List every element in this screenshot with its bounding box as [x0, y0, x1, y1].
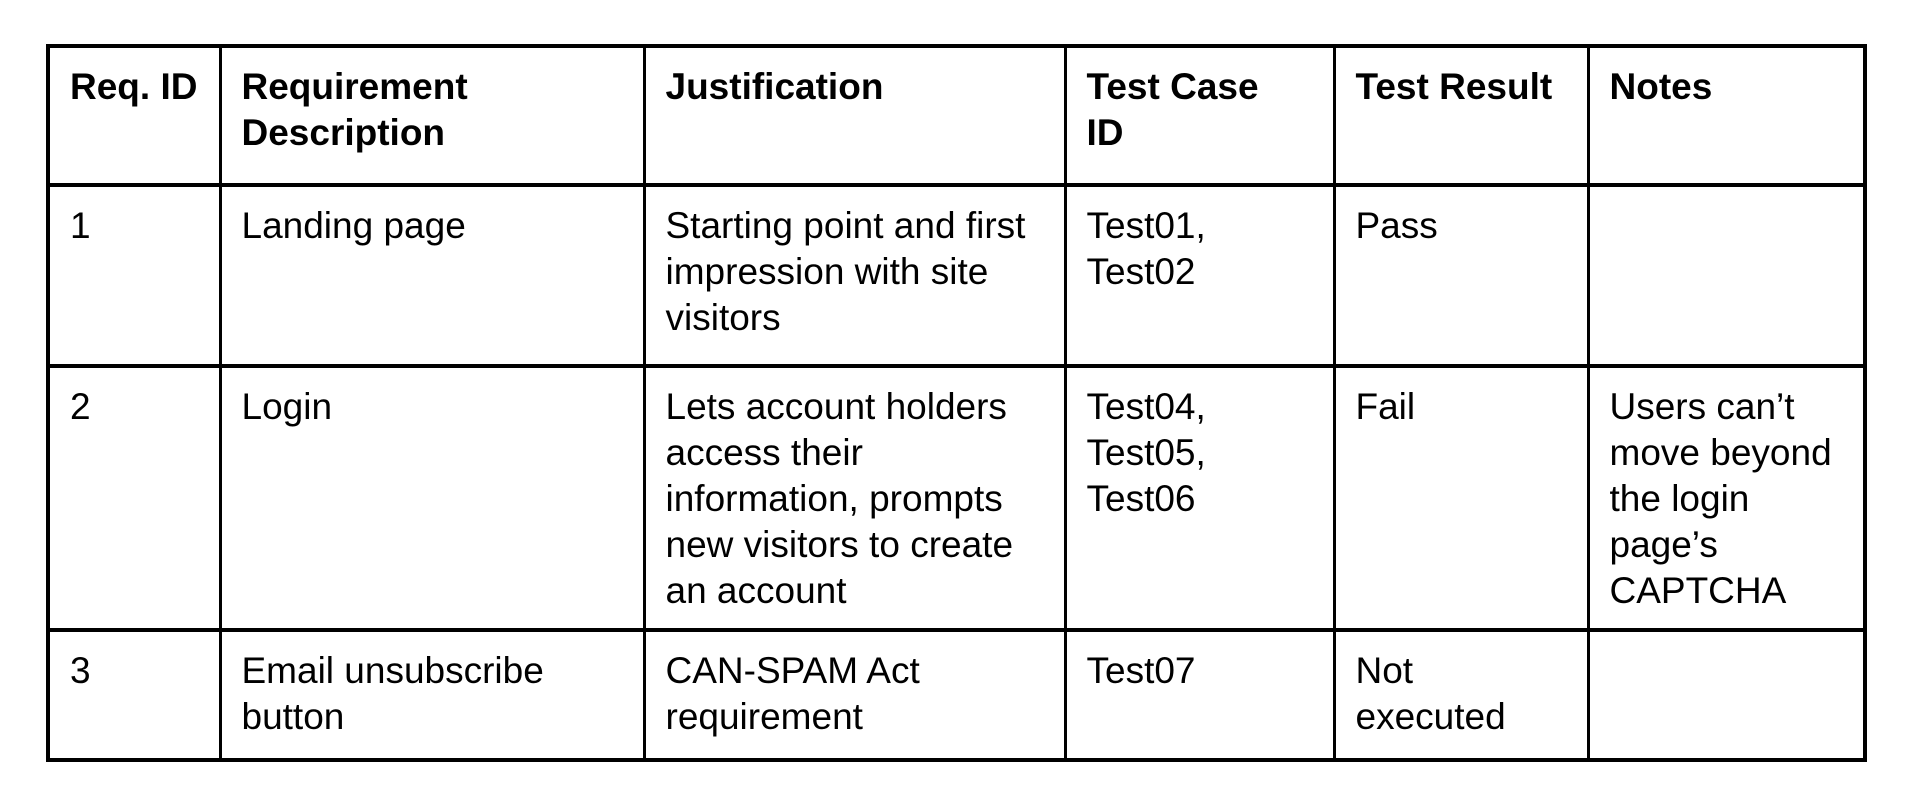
cell-description: Email unsubscribe button	[218, 628, 646, 762]
cell-test-case-id: Test04, Test05, Test06	[1063, 364, 1336, 632]
table-row: 2 Login Lets account holders access thei…	[46, 364, 1867, 632]
cell-notes	[1586, 628, 1867, 762]
column-header-test-result: Test Result	[1332, 44, 1590, 187]
cell-justification: CAN-SPAM Act requirement	[642, 628, 1067, 762]
table-row: 1 Landing page Starting point and first …	[46, 183, 1867, 368]
cell-justification: Starting point and first impression with…	[642, 183, 1067, 368]
cell-req-id: 3	[46, 628, 222, 762]
cell-description: Landing page	[218, 183, 646, 368]
table-row: 3 Email unsubscribe button CAN-SPAM Act …	[46, 628, 1867, 762]
column-header-description: Requirement Description	[218, 44, 646, 187]
requirements-traceability-table: Req. ID Requirement Description Justific…	[46, 44, 1867, 762]
cell-test-case-id: Test07	[1063, 628, 1336, 762]
column-header-test-case-id: Test Case ID	[1063, 44, 1336, 187]
cell-test-case-id: Test01, Test02	[1063, 183, 1336, 368]
cell-req-id: 1	[46, 183, 222, 368]
cell-description: Login	[218, 364, 646, 632]
cell-test-result: Fail	[1332, 364, 1590, 632]
table-header-row: Req. ID Requirement Description Justific…	[46, 44, 1867, 187]
column-header-notes: Notes	[1586, 44, 1867, 187]
cell-req-id: 2	[46, 364, 222, 632]
cell-justification: Lets account holders access their inform…	[642, 364, 1067, 632]
column-header-justification: Justification	[642, 44, 1067, 187]
cell-notes	[1586, 183, 1867, 368]
cell-notes: Users can’t move beyond the login page’s…	[1586, 364, 1867, 632]
column-header-req-id: Req. ID	[46, 44, 222, 187]
cell-test-result: Pass	[1332, 183, 1590, 368]
cell-test-result: Not executed	[1332, 628, 1590, 762]
